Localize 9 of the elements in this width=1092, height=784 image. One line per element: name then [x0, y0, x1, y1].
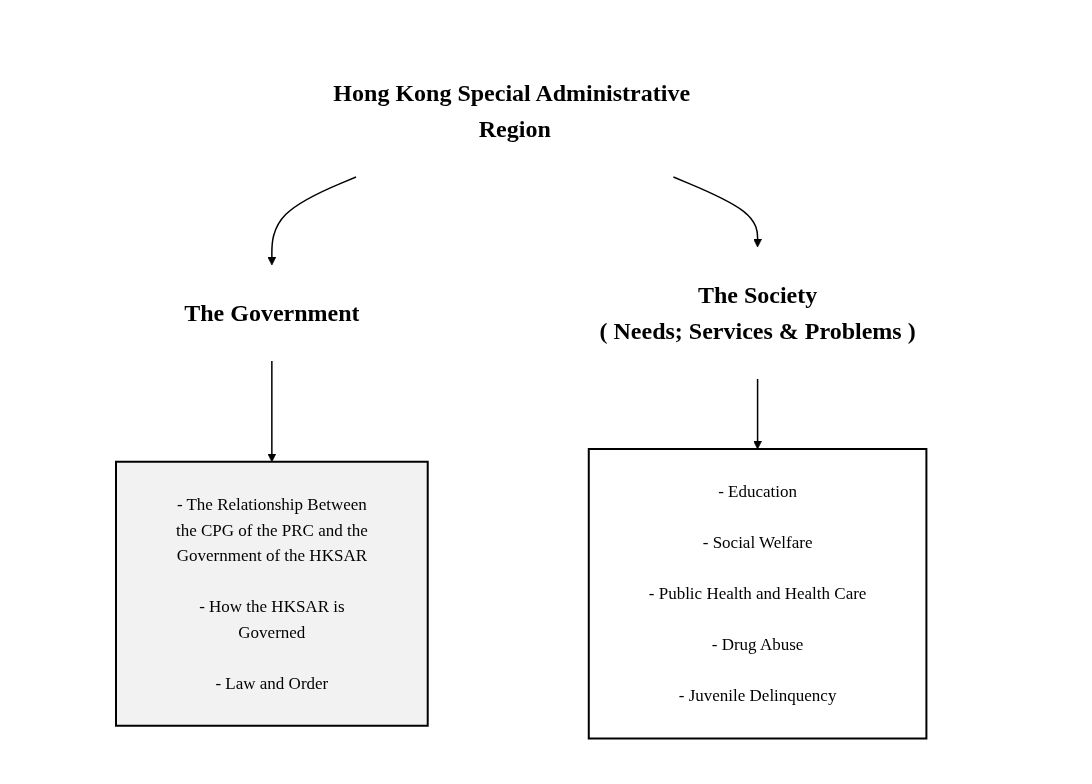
node-box: - The Relationship Between the CPG of the PRC and the Government of the HKSAR - How the HKSAR is Governed - Law and Order — [115, 461, 429, 727]
node-box: - Education - Social Welfare - Public Health and Health Care - Drug Abuse - Juvenile Delinquency — [587, 448, 928, 740]
node-text: Hong Kong Special Administrative Region — [333, 80, 691, 143]
node-text: The Society ( Needs; Services & Problems ) — [599, 282, 916, 345]
arrow — [672, 176, 763, 248]
arrow — [267, 360, 277, 463]
node-text: The Government — [184, 300, 360, 327]
arrow — [753, 378, 763, 450]
arrow — [267, 176, 357, 266]
